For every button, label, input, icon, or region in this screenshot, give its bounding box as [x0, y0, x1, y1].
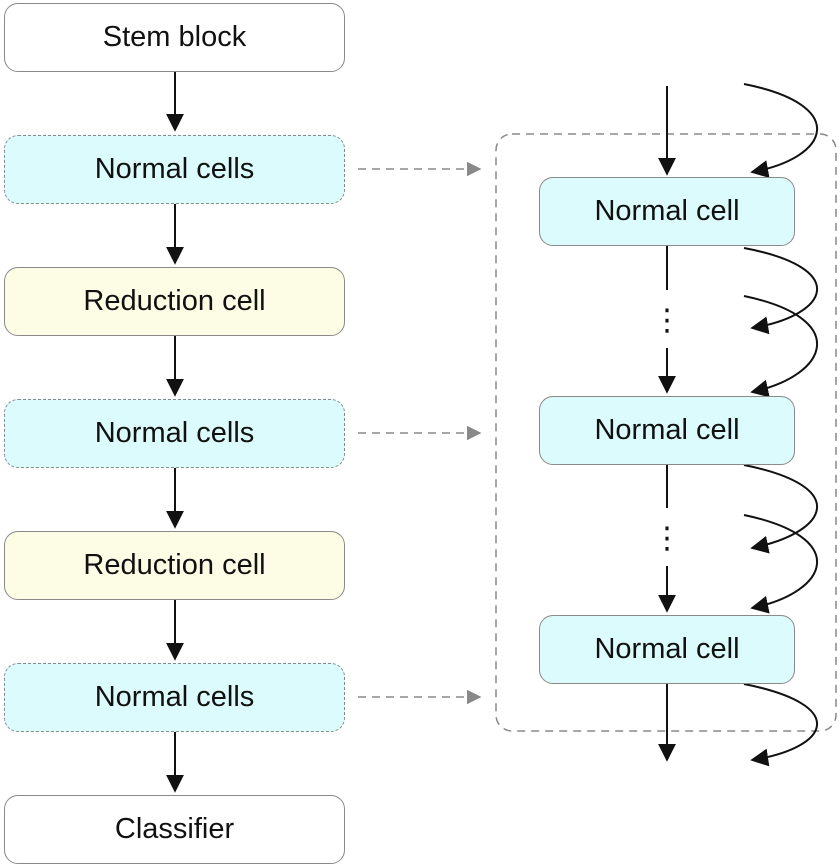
skip-arrow-1b — [743, 295, 818, 398]
normal-cells-group-2: Normal cells — [4, 399, 345, 468]
detail-normal-cell-3: Normal cell — [539, 615, 795, 684]
ellipsis-1: ⋮ — [652, 303, 682, 338]
detail-normal-cell-2: Normal cell — [539, 396, 795, 465]
detail-normal-cell-1: Normal cell — [539, 177, 795, 246]
classifier-block: Classifier — [4, 795, 345, 864]
normal-cells-group-3: Normal cells — [4, 663, 345, 732]
skip-arrow-1a — [743, 247, 818, 335]
skip-arrow-2b — [743, 514, 818, 614]
skip-arrow-2a — [743, 464, 818, 554]
skip-arrow-output — [743, 683, 818, 767]
reduction-cell-2: Reduction cell — [4, 531, 345, 600]
skip-arrow-input — [743, 83, 818, 178]
normal-cells-group-1: Normal cells — [4, 135, 345, 204]
ellipsis-2: ⋮ — [652, 521, 682, 556]
reduction-cell-1: Reduction cell — [4, 267, 345, 336]
stem-block: Stem block — [4, 3, 345, 72]
